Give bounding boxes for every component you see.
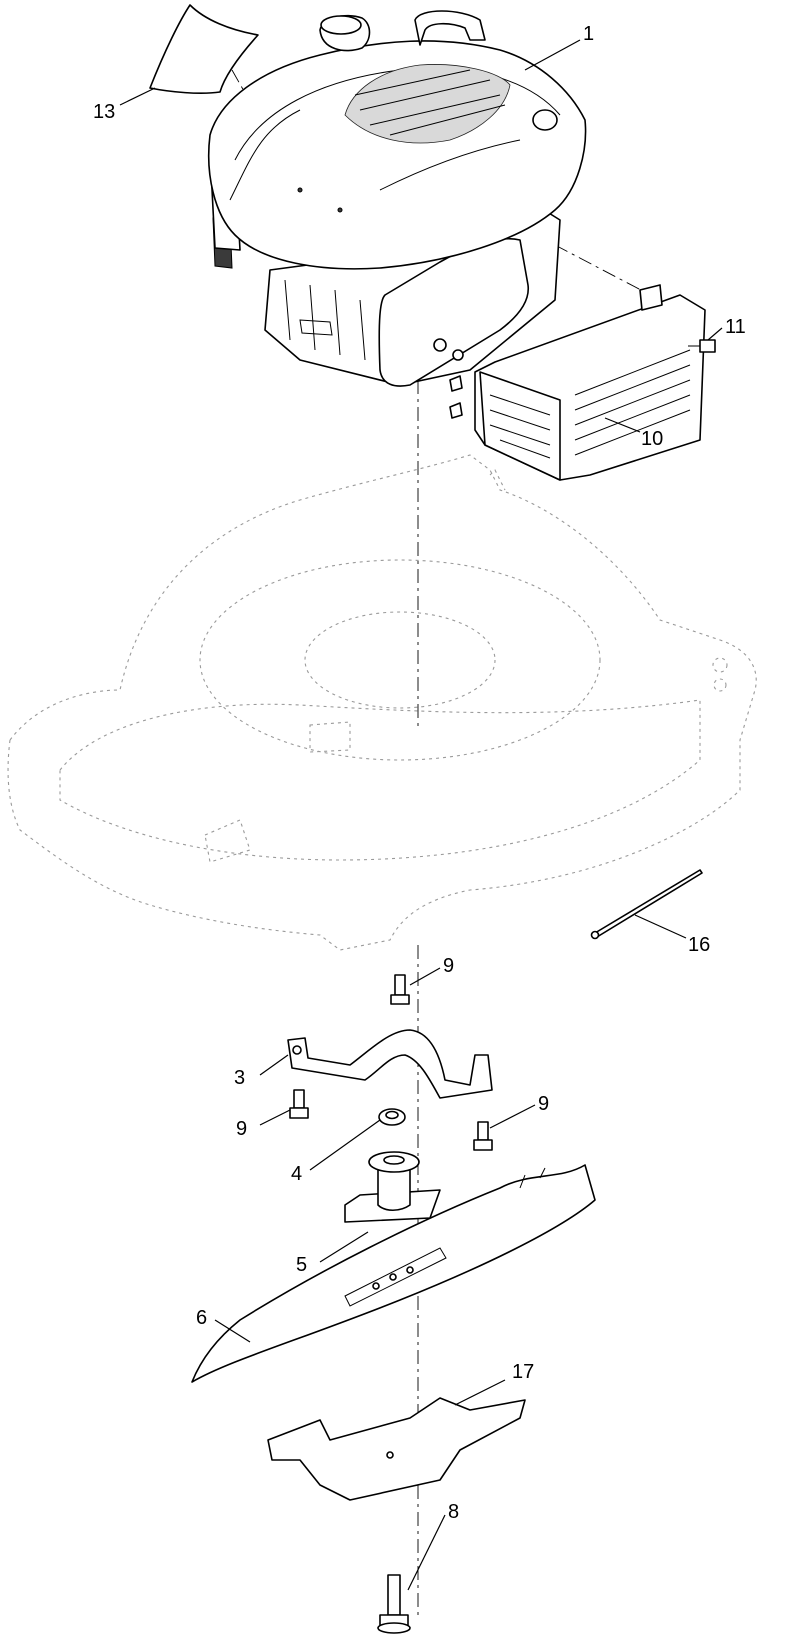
heat-shield-part-10 (474, 284, 706, 481)
callout-16: 16 (688, 934, 710, 956)
bracket-part-3 (287, 1029, 493, 1099)
blade-part-6 (191, 1164, 596, 1383)
callout-10: 10 (641, 428, 663, 450)
engine-part-1 (207, 10, 587, 387)
bolt-part-9-right (473, 1121, 493, 1151)
callout-11: 11 (725, 316, 746, 338)
decal-part-13 (149, 4, 259, 94)
mower-deck-outline (7, 454, 757, 951)
blade-bolt-part-8 (377, 1574, 411, 1634)
bolt-part-9-top (390, 974, 410, 1005)
callout-1: 1 (583, 23, 594, 45)
callout-4: 4 (291, 1163, 302, 1185)
shield-axis-line (554, 244, 661, 301)
blade-adapter-part-5 (344, 1151, 441, 1223)
cable-tie-part-16 (590, 869, 703, 940)
callout-9-right: 9 (538, 1093, 549, 1115)
callout-6: 6 (196, 1307, 207, 1329)
callout-3: 3 (234, 1067, 245, 1089)
callout-8: 8 (448, 1501, 459, 1523)
callout-13: 13 (93, 101, 115, 123)
mulching-plate-part-17 (267, 1397, 526, 1501)
bolt-part-9-left (289, 1089, 309, 1119)
leader-lines (119, 39, 723, 1591)
screws-part-11 (449, 339, 716, 419)
washer-part-4 (378, 1108, 406, 1126)
callout-5: 5 (296, 1254, 307, 1276)
callout-9-top: 9 (443, 955, 454, 977)
callout-17: 17 (512, 1361, 534, 1383)
callout-9-left: 9 (236, 1118, 247, 1140)
